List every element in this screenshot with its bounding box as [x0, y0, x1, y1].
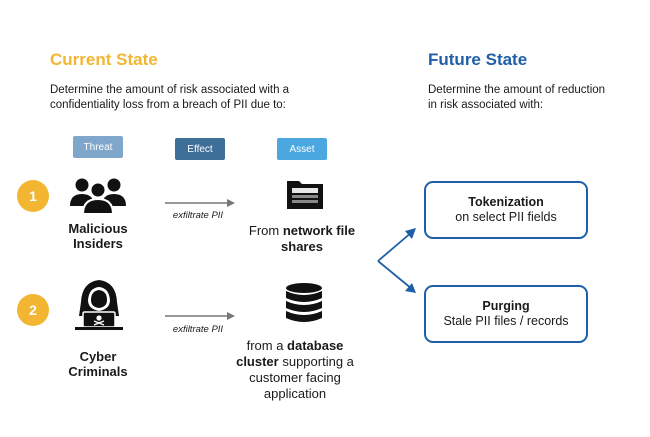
effect-label-2: exfiltrate PII — [172, 324, 224, 335]
asset-tag: Asset — [277, 138, 327, 160]
purging-box: Purging Stale PII files / records — [424, 285, 588, 343]
threat-label-2: Cyber Criminals — [68, 349, 128, 379]
group-icon — [70, 178, 126, 214]
step-2-badge: 2 — [17, 294, 49, 326]
tokenization-box: Tokenization on select PII fields — [424, 181, 588, 239]
effect-arrow-2 — [165, 312, 235, 320]
threat-tag: Threat — [73, 136, 123, 158]
future-state-description: Determine the amount of reduction in ris… — [428, 84, 606, 111]
effect-tag: Effect — [175, 138, 225, 160]
hacker-icon — [75, 280, 123, 330]
network-folder-icon — [287, 181, 323, 209]
current-state-description: Determine the amount of risk associated … — [50, 84, 290, 111]
asset-label-2: from a database cluster supporting a cus… — [236, 338, 354, 401]
database-icon — [286, 283, 322, 322]
asset-label-1: From network file shares — [248, 223, 356, 254]
threat-label-1: Malicious Insiders — [68, 221, 128, 251]
effect-arrow-1 — [165, 199, 235, 207]
current-state-title: Current State — [50, 50, 158, 69]
effect-label-1: exfiltrate PII — [172, 210, 224, 221]
future-state-title: Future State — [428, 50, 528, 69]
step-1-badge: 1 — [17, 180, 49, 212]
branch-arrows — [377, 228, 416, 293]
